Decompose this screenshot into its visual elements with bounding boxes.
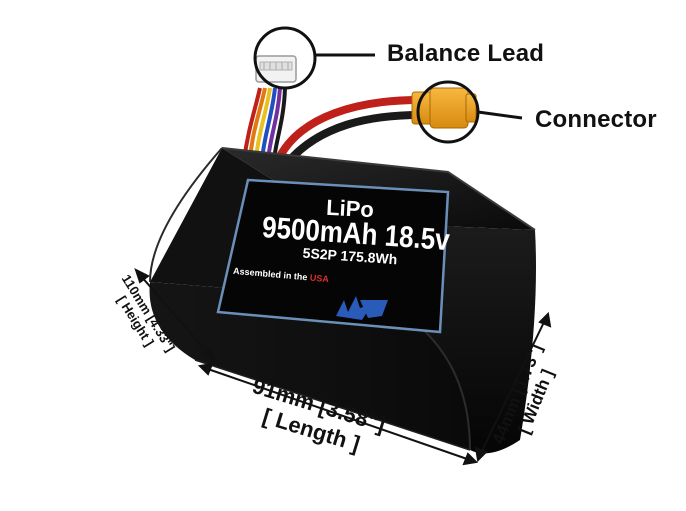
label-assembled-country: USA bbox=[309, 272, 330, 285]
balance-wires bbox=[242, 87, 287, 161]
width-arrow bbox=[474, 311, 552, 463]
balance-lead-callout: Balance Lead bbox=[387, 40, 545, 67]
length-arrow bbox=[197, 362, 479, 466]
battery-label-sticker bbox=[216, 178, 450, 334]
brand-logo bbox=[336, 296, 388, 320]
balance-lead-circle bbox=[253, 26, 317, 90]
connector-pointer bbox=[477, 110, 523, 120]
power-wires bbox=[274, 96, 421, 165]
balance-plug bbox=[255, 55, 297, 83]
height-arrow bbox=[134, 268, 216, 362]
connector-callout: Connector bbox=[535, 106, 657, 133]
xt-connector bbox=[411, 87, 477, 129]
